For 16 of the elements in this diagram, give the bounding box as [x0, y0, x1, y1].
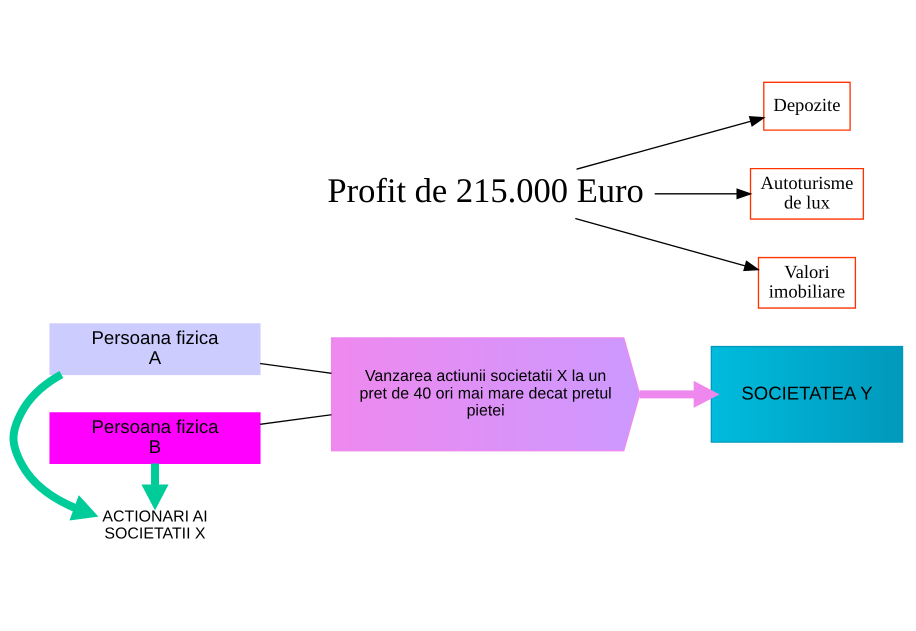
node-text: Profit de 215.000 Euro: [327, 172, 644, 210]
arrow: [654, 188, 752, 199]
arrow: [575, 217, 760, 271]
arrow: [640, 380, 720, 408]
arrow: [576, 116, 766, 170]
arrow: [141, 463, 169, 510]
connector: [260, 362, 332, 374]
arrow: [10, 370, 98, 520]
node-text: ACTIONARI AI SOCIETATII X: [102, 508, 208, 542]
connector: [260, 414, 332, 424]
node-box: Persoana fizica B: [49, 412, 261, 464]
node-box: Valori imobiliare: [758, 256, 856, 308]
node-box: Autoturisme de lux: [750, 167, 864, 220]
node-box: Depozite: [763, 81, 851, 130]
node-box: SOCIETATEA Y: [710, 345, 904, 442]
node-box: Persoana fizica A: [49, 322, 261, 375]
